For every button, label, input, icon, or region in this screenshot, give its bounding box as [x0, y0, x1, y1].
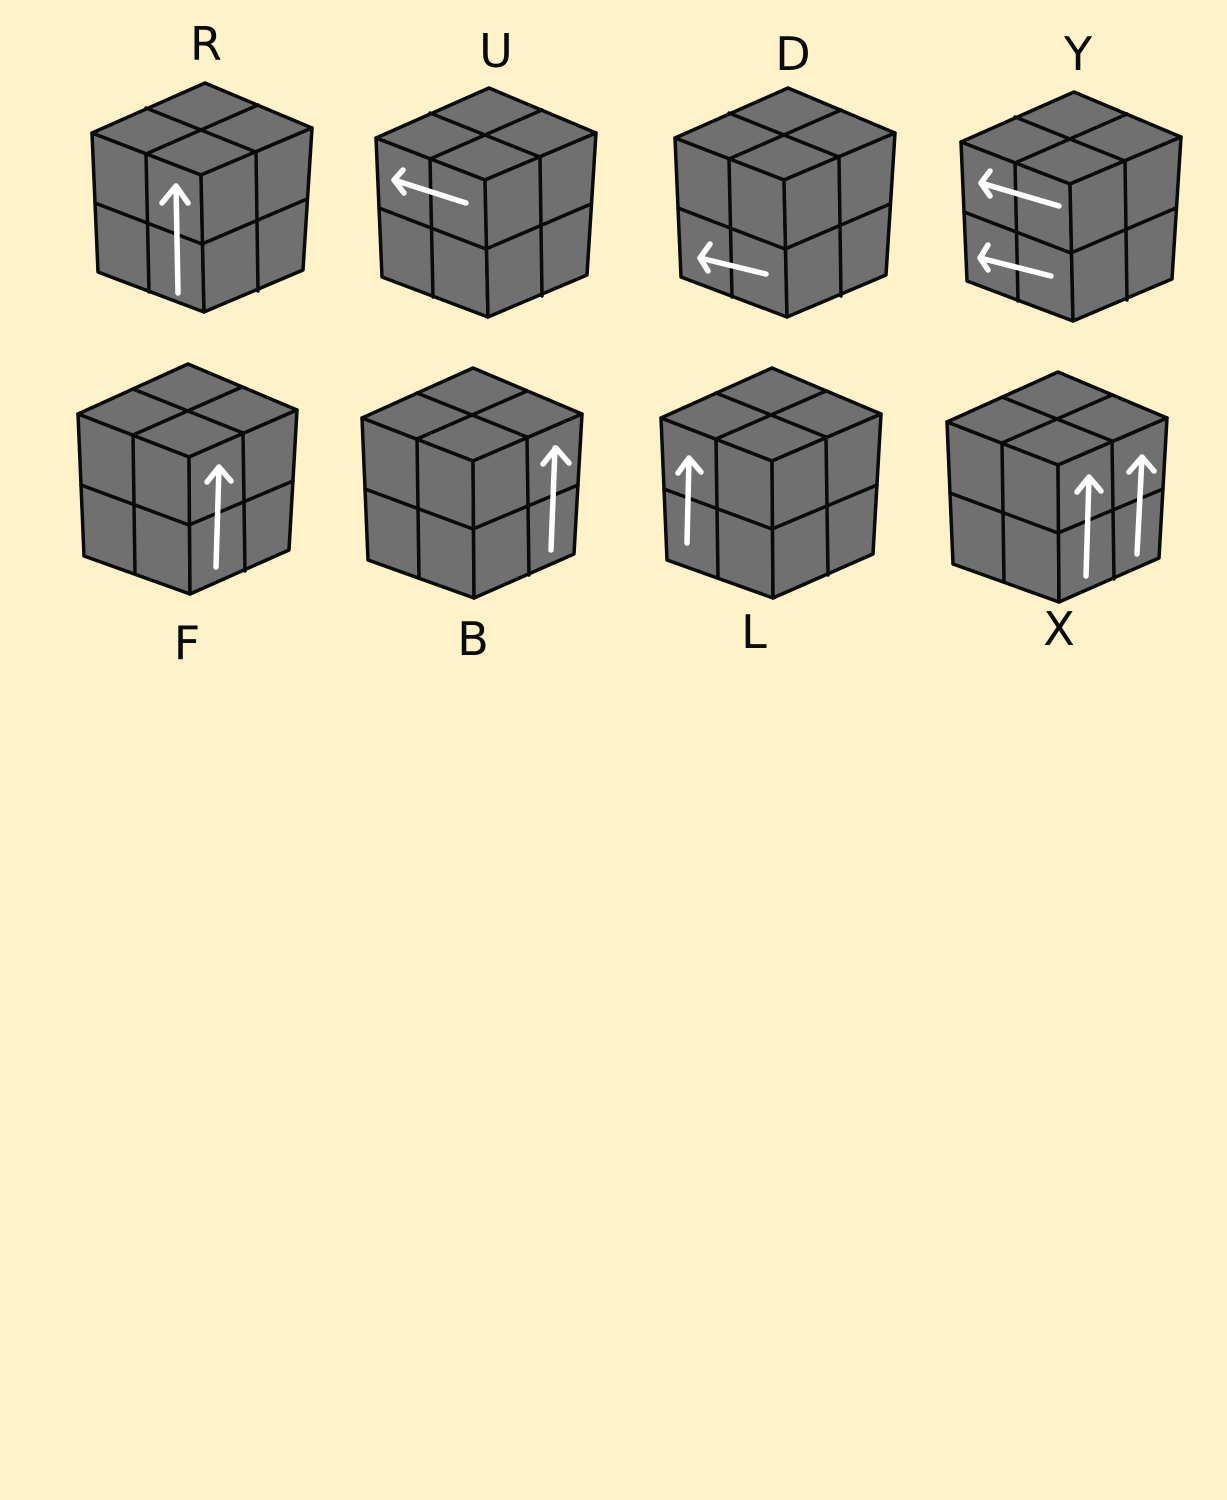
cube-b: [360, 366, 584, 600]
cube-d: [673, 86, 897, 319]
arrow-up-icon: [204, 464, 234, 570]
arrow-up-icon: [540, 445, 572, 553]
move-label-l: L: [741, 605, 767, 659]
move-label-r: R: [190, 17, 222, 71]
cube-x: [945, 370, 1169, 604]
cube-move-y: Y: [959, 27, 1183, 323]
cube-move-b: B: [360, 366, 584, 666]
arrow-up-icon: [1074, 474, 1104, 579]
cube-u: [374, 86, 598, 319]
cube-l: [659, 366, 883, 600]
move-label-y: Y: [1063, 27, 1093, 81]
arrow-up-icon: [159, 183, 191, 296]
cube-move-f: F: [76, 362, 299, 670]
cube-move-r: R: [90, 17, 314, 314]
cube-f: [76, 362, 299, 596]
cube-move-u: U: [374, 24, 598, 319]
cube-r: [90, 81, 314, 314]
move-label-x: X: [1043, 602, 1075, 656]
cube-move-l: L: [659, 366, 883, 659]
move-label-d: D: [775, 27, 810, 81]
arrow-left-icon: [697, 241, 769, 277]
arrow-left-icon: [391, 167, 469, 206]
cube-move-d: D: [673, 27, 897, 319]
arrow-left-icon: [978, 168, 1062, 209]
move-label-f: F: [174, 616, 200, 670]
cube-move-x: X: [945, 370, 1169, 656]
cube-y: [959, 90, 1183, 323]
arrow-up-icon: [675, 455, 704, 546]
arrow-left-icon: [977, 242, 1054, 279]
move-label-u: U: [479, 24, 513, 78]
arrow-up-icon: [1126, 454, 1157, 557]
move-label-b: B: [457, 612, 489, 666]
